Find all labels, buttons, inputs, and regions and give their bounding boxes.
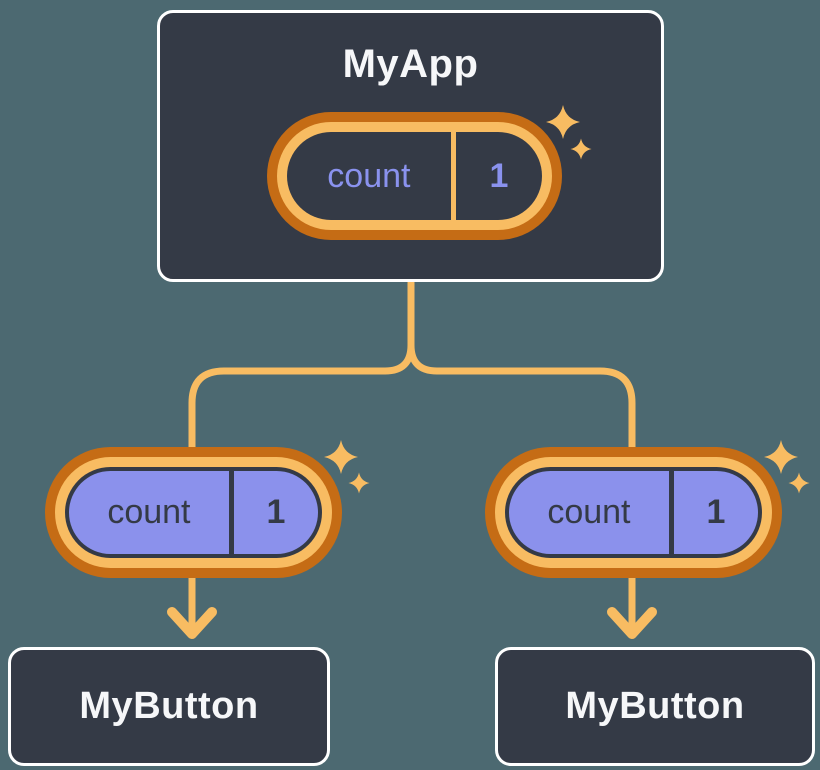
prop-pill-outline: count 1 [505, 467, 762, 558]
child-component-node-right: MyButton [495, 647, 815, 766]
prop-value-label: 1 [706, 493, 726, 531]
state-pill-core: count 1 [287, 132, 542, 220]
prop-pill-core: count 1 [509, 471, 758, 554]
root-component-title: MyApp [342, 42, 479, 86]
arrow-down-icon [167, 607, 217, 639]
prop-value-label: 1 [266, 493, 286, 531]
prop-pill-core: count 1 [69, 471, 318, 554]
state-pill: count 1 [267, 112, 562, 240]
prop-pill-outline: count 1 [65, 467, 322, 558]
pill-divider [668, 471, 674, 554]
state-value-label: 1 [489, 156, 509, 195]
child-component-node-left: MyButton [8, 647, 330, 766]
sparkle-icon [348, 472, 370, 494]
sparkle-icon [324, 440, 358, 474]
state-name-label: count [327, 156, 411, 195]
pill-divider [450, 132, 456, 220]
sparkle-icon [788, 472, 810, 494]
prop-name-label: count [107, 493, 191, 531]
prop-name-label: count [547, 493, 631, 531]
state-pill-ring: count 1 [277, 122, 552, 230]
child-component-title: MyButton [79, 685, 259, 727]
sparkle-icon [764, 440, 798, 474]
prop-pill-right: count 1 [485, 447, 782, 578]
prop-pill-ring: count 1 [55, 457, 332, 568]
prop-pill-left: count 1 [45, 447, 342, 578]
prop-pill-ring: count 1 [495, 457, 772, 568]
child-component-title: MyButton [565, 685, 745, 727]
arrow-down-icon [607, 607, 657, 639]
